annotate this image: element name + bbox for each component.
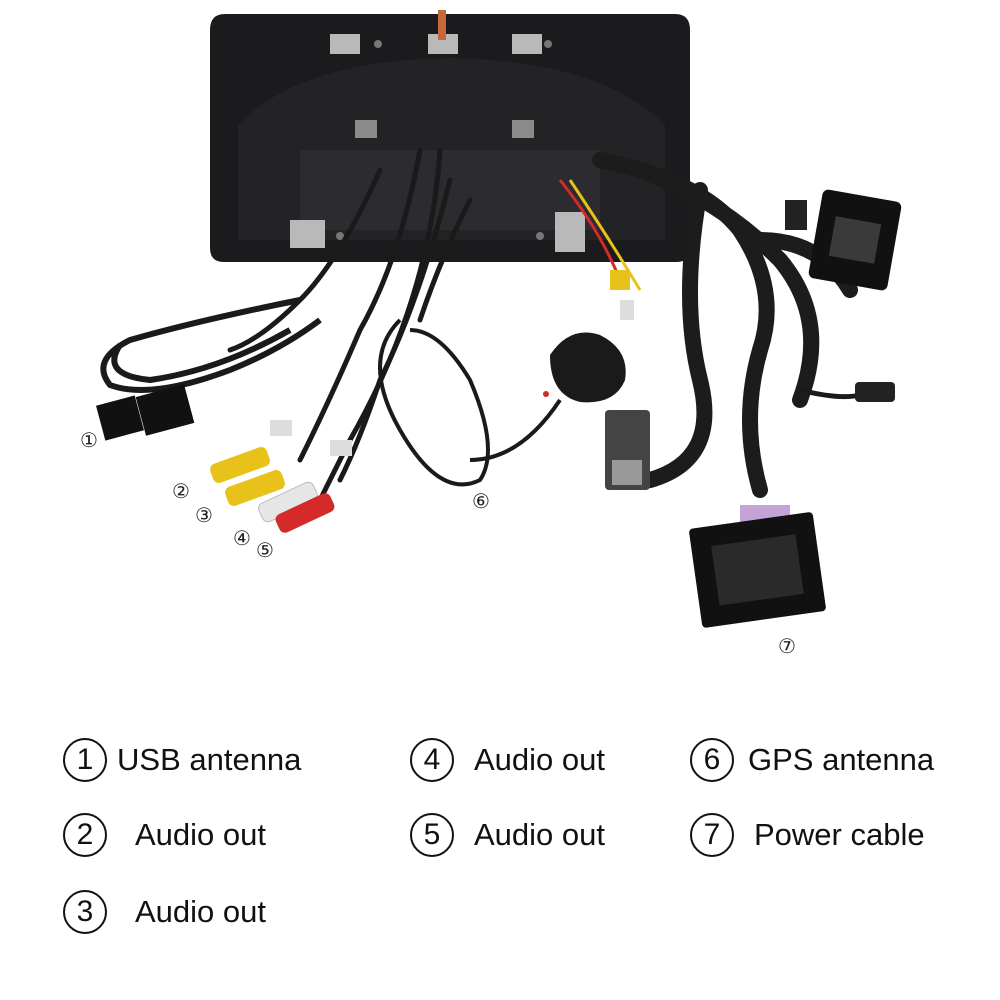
marker-4: ④ bbox=[233, 526, 251, 550]
legend-item-4: 4 Audio out bbox=[410, 738, 605, 782]
marker-7: ⑦ bbox=[778, 634, 796, 658]
legend-number: 6 bbox=[690, 738, 734, 782]
legend-label: Audio out bbox=[474, 817, 605, 852]
legend-label: Audio out bbox=[474, 742, 605, 777]
marker-3: ③ bbox=[195, 503, 213, 527]
head-unit-back-icon bbox=[210, 10, 690, 262]
head-unit-wiring-photo bbox=[96, 10, 902, 628]
legend-item-2: 2 Audio out bbox=[63, 813, 266, 857]
iso-power-connector-icon bbox=[689, 505, 826, 628]
legend-number: 5 bbox=[410, 813, 454, 857]
legend-number: 2 bbox=[63, 813, 107, 857]
marker-6: ⑥ bbox=[472, 489, 490, 513]
marker-2: ② bbox=[172, 479, 190, 503]
quadlock-connector-icon bbox=[785, 189, 902, 291]
marker-1: ① bbox=[80, 428, 98, 452]
usb-plug-icon bbox=[96, 297, 322, 441]
legend-item-1: 1 USB antenna bbox=[63, 738, 301, 782]
legend-label: Audio out bbox=[135, 817, 266, 852]
legend-number: 4 bbox=[410, 738, 454, 782]
gps-puck-icon bbox=[378, 318, 626, 487]
legend-label: USB antenna bbox=[117, 742, 302, 777]
rca-plug-icon bbox=[210, 420, 352, 533]
legend-number: 1 bbox=[63, 738, 107, 782]
legend-label: GPS antenna bbox=[748, 742, 935, 777]
legend-label: Power cable bbox=[754, 817, 925, 852]
legend-number: 3 bbox=[63, 890, 107, 934]
legend-item-7: 7 Power cable bbox=[690, 813, 925, 857]
legend-item-5: 5 Audio out bbox=[410, 813, 605, 857]
marker-5: ⑤ bbox=[256, 538, 274, 562]
legend-label: Audio out bbox=[135, 894, 266, 929]
legend-number: 7 bbox=[690, 813, 734, 857]
legend-item-6: 6 GPS antenna bbox=[690, 738, 934, 782]
legend-item-3: 3 Audio out bbox=[63, 890, 266, 934]
